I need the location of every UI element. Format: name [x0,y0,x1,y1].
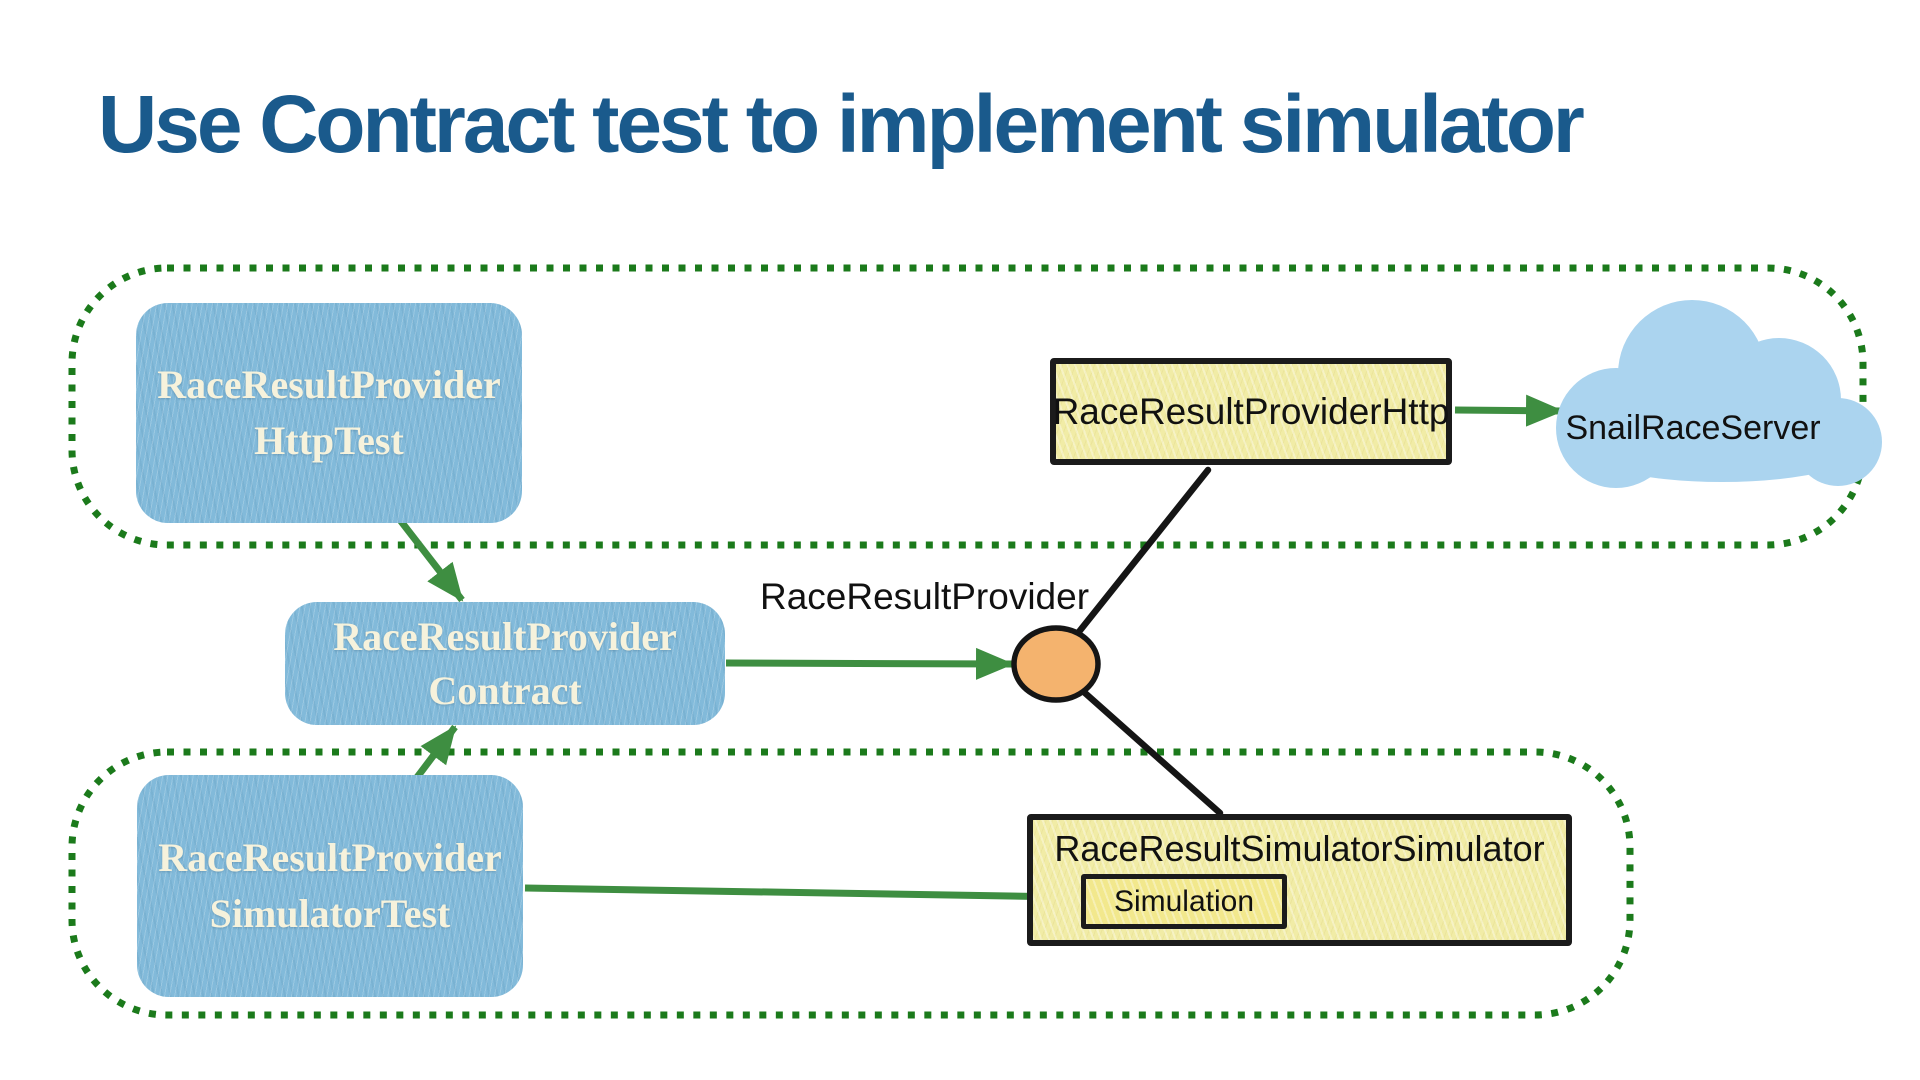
arrow-provider-http-to-cloud [1454,394,1564,427]
node-label-line: RaceResultProvider [158,835,502,880]
simulator-test-group-border [68,748,1634,1019]
node-label-line: RaceResultProvider [157,362,501,407]
node-label: RaceResultSimulatorSimulator [1054,828,1545,869]
cloud-shape [1556,300,1882,488]
arrow-simulator-test-to-contract [412,724,458,783]
node-label-line: HttpTest [254,418,404,463]
node-race-result-provider-contract: RaceResultProvider Contract [285,602,725,725]
slide-title: Use Contract test to implement simulator [98,79,1585,170]
node-label-line: Contract [428,667,582,713]
arrow-simulator-test-to-simulation [524,880,1070,913]
node-label-line: RaceResultProvider [333,613,677,659]
link-circle-to-provider-http [1074,466,1212,637]
link-circle-to-simulator [1081,689,1224,817]
node-race-result-provider-http-test: RaceResultProvider HttpTest [136,303,522,523]
arrow-http-test-to-contract [397,517,465,603]
node-race-result-provider-simulator-test: RaceResultProvider SimulatorTest [137,775,523,997]
interface-circle [1011,625,1101,703]
node-label: RaceResultProviderHttp [1052,390,1450,432]
interface-label: RaceResultProvider [760,576,1090,617]
node-label: Simulation [1113,884,1255,918]
node-race-result-provider-http: RaceResultProviderHttp [1050,358,1452,465]
arrow-contract-to-interface [725,647,1014,680]
node-simulation: Simulation [1081,874,1287,929]
node-race-result-simulator-simulator: RaceResultSimulatorSimulator Simulation [1027,814,1572,946]
node-label-line: SimulatorTest [209,891,451,936]
http-test-group-border [68,264,1867,549]
cloud-label: SnailRaceServer [1565,409,1821,447]
